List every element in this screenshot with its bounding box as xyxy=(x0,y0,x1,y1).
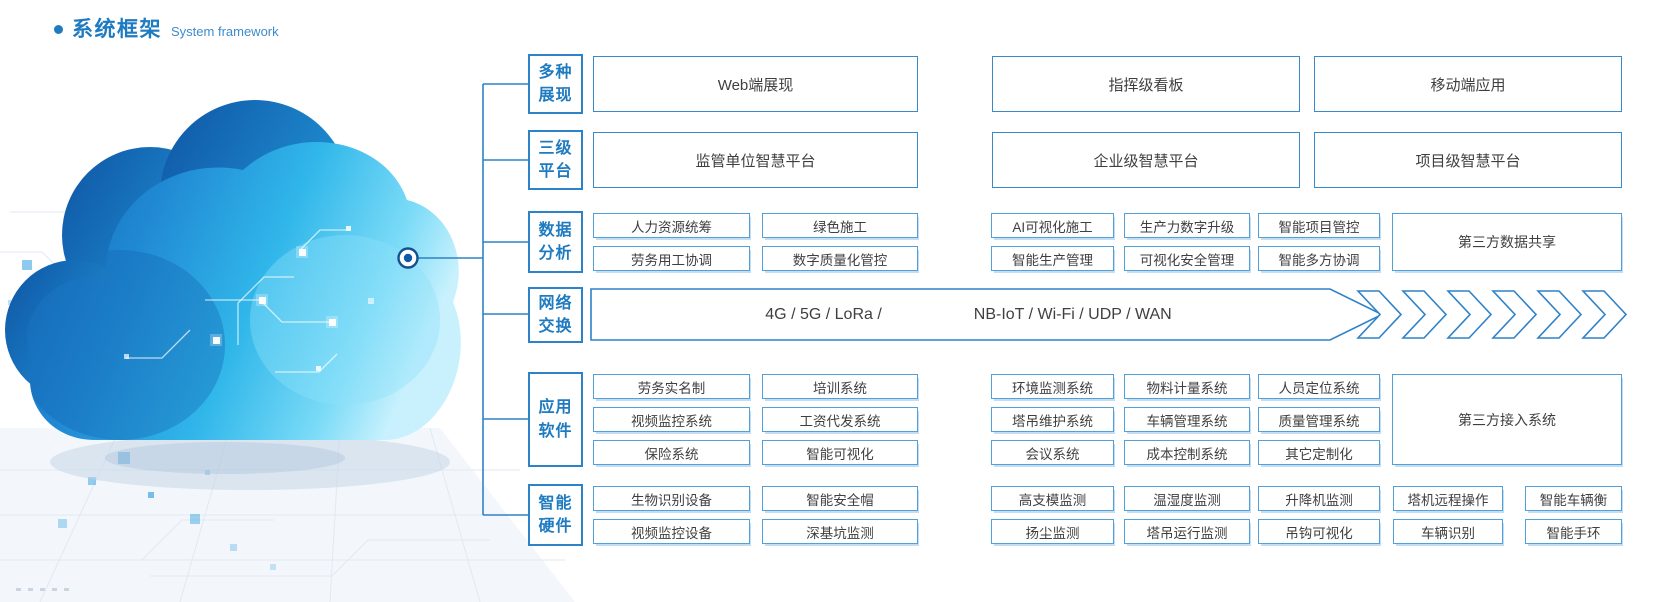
item-box: 智能项目管控 xyxy=(1258,213,1380,238)
item-box: 工资代发系统 xyxy=(762,407,918,432)
item-box: 视频监控设备 xyxy=(593,519,750,544)
network-segment-2: NB-IoT / Wi-Fi / UDP / WAN xyxy=(973,305,1172,323)
chevron-icon xyxy=(1356,290,1403,339)
item-box: 成本控制系统 xyxy=(1124,440,1250,465)
category-label-line: 数据 xyxy=(538,221,573,239)
connection-node-icon xyxy=(397,247,419,269)
item-box: 人力资源统筹 xyxy=(593,213,750,238)
item-box: 可视化安全管理 xyxy=(1124,246,1250,271)
side-panel-box: 第三方接入系统 xyxy=(1392,374,1622,465)
item-box: 智能安全帽 xyxy=(762,486,918,511)
category-label-line: 硬件 xyxy=(538,518,573,535)
chevron-icons xyxy=(1356,290,1628,339)
item-box: 高支模监测 xyxy=(991,486,1114,511)
connector-tree xyxy=(418,83,528,516)
item-box: 质量管理系统 xyxy=(1258,407,1380,432)
panel-box: 监管单位智慧平台 xyxy=(593,132,918,188)
item-box: 环境监测系统 xyxy=(991,374,1114,399)
chevron-icon xyxy=(1446,290,1493,339)
item-box: 塔机远程操作 xyxy=(1393,486,1503,511)
item-box: 视频监控系统 xyxy=(593,407,750,432)
category-label-line: 智能 xyxy=(538,494,573,512)
item-box: 绿色施工 xyxy=(762,213,918,238)
category-network-exchange: 网络交换 xyxy=(528,287,583,343)
side-panel-box: 第三方数据共享 xyxy=(1392,213,1622,271)
category-label-line: 交换 xyxy=(538,318,573,335)
item-box: 保险系统 xyxy=(593,440,750,465)
category-label-line: 软件 xyxy=(538,422,573,440)
item-box: 劳务实名制 xyxy=(593,374,750,399)
item-box: 劳务用工协调 xyxy=(593,246,750,271)
item-box: 深基坑监测 xyxy=(762,519,918,544)
item-box: 生物识别设备 xyxy=(593,486,750,511)
item-box: 升降机监测 xyxy=(1258,486,1380,511)
category-multi-display: 多种展现 xyxy=(528,54,583,114)
item-box: AI可视化施工 xyxy=(991,213,1114,238)
item-box: 生产力数字升级 xyxy=(1124,213,1250,238)
category-three-tier-platform: 三级平台 xyxy=(528,130,583,190)
chevron-icon xyxy=(1491,290,1538,339)
title-en: System framework xyxy=(171,24,279,39)
item-box: 培训系统 xyxy=(762,374,918,399)
category-label-line: 多种 xyxy=(538,63,573,81)
section-title: 系统框架 System framework xyxy=(54,13,279,43)
category-data-analysis: 数据分析 xyxy=(528,211,583,273)
category-label-line: 三级 xyxy=(538,139,573,157)
category-smart-hardware: 智能硬件 xyxy=(528,484,583,546)
item-box: 其它定制化 xyxy=(1258,440,1380,465)
chevron-icon xyxy=(1536,290,1583,339)
network-protocols-label: 4G / 5G / LoRa / NB-IoT / Wi-Fi / UDP / … xyxy=(591,289,1346,340)
cloud-shape xyxy=(5,100,461,490)
item-box: 智能手环 xyxy=(1525,519,1622,544)
category-application-software: 应用软件 xyxy=(528,372,583,467)
item-box: 吊钩可视化 xyxy=(1258,519,1380,544)
bullet-icon xyxy=(54,24,63,34)
item-box: 车辆识别 xyxy=(1393,519,1503,544)
panel-box: 指挥级看板 xyxy=(992,56,1300,112)
item-box: 塔吊运行监测 xyxy=(1124,519,1250,544)
title-zh: 系统框架 xyxy=(72,18,162,41)
category-label-line: 应用 xyxy=(538,399,573,417)
item-box: 会议系统 xyxy=(991,440,1114,465)
category-label-line: 网络 xyxy=(538,294,573,312)
panel-box: 企业级智慧平台 xyxy=(992,132,1300,188)
category-label-line: 分析 xyxy=(538,245,573,262)
item-box: 智能生产管理 xyxy=(991,246,1114,271)
item-box: 扬尘监测 xyxy=(991,519,1114,544)
item-box: 塔吊维护系统 xyxy=(991,407,1114,432)
category-label-line: 展现 xyxy=(538,87,573,104)
item-box: 温湿度监测 xyxy=(1124,486,1250,511)
category-label-line: 平台 xyxy=(538,163,573,180)
item-box: 车辆管理系统 xyxy=(1124,407,1250,432)
item-box: 智能车辆衡 xyxy=(1525,486,1622,511)
network-segment-1: 4G / 5G / LoRa / xyxy=(765,305,882,323)
item-box: 人员定位系统 xyxy=(1258,374,1380,399)
panel-box: Web端展现 xyxy=(593,56,918,112)
item-box: 物料计量系统 xyxy=(1124,374,1250,399)
panel-box: 移动端应用 xyxy=(1314,56,1622,112)
item-box: 智能多方协调 xyxy=(1258,246,1380,271)
chevron-icon xyxy=(1581,290,1628,339)
panel-box: 项目级智慧平台 xyxy=(1314,132,1622,188)
item-box: 数字质量化管控 xyxy=(762,246,918,271)
chevron-icon xyxy=(1401,290,1448,339)
network-arrow-shape xyxy=(590,288,1384,341)
item-box: 智能可视化 xyxy=(762,440,918,465)
